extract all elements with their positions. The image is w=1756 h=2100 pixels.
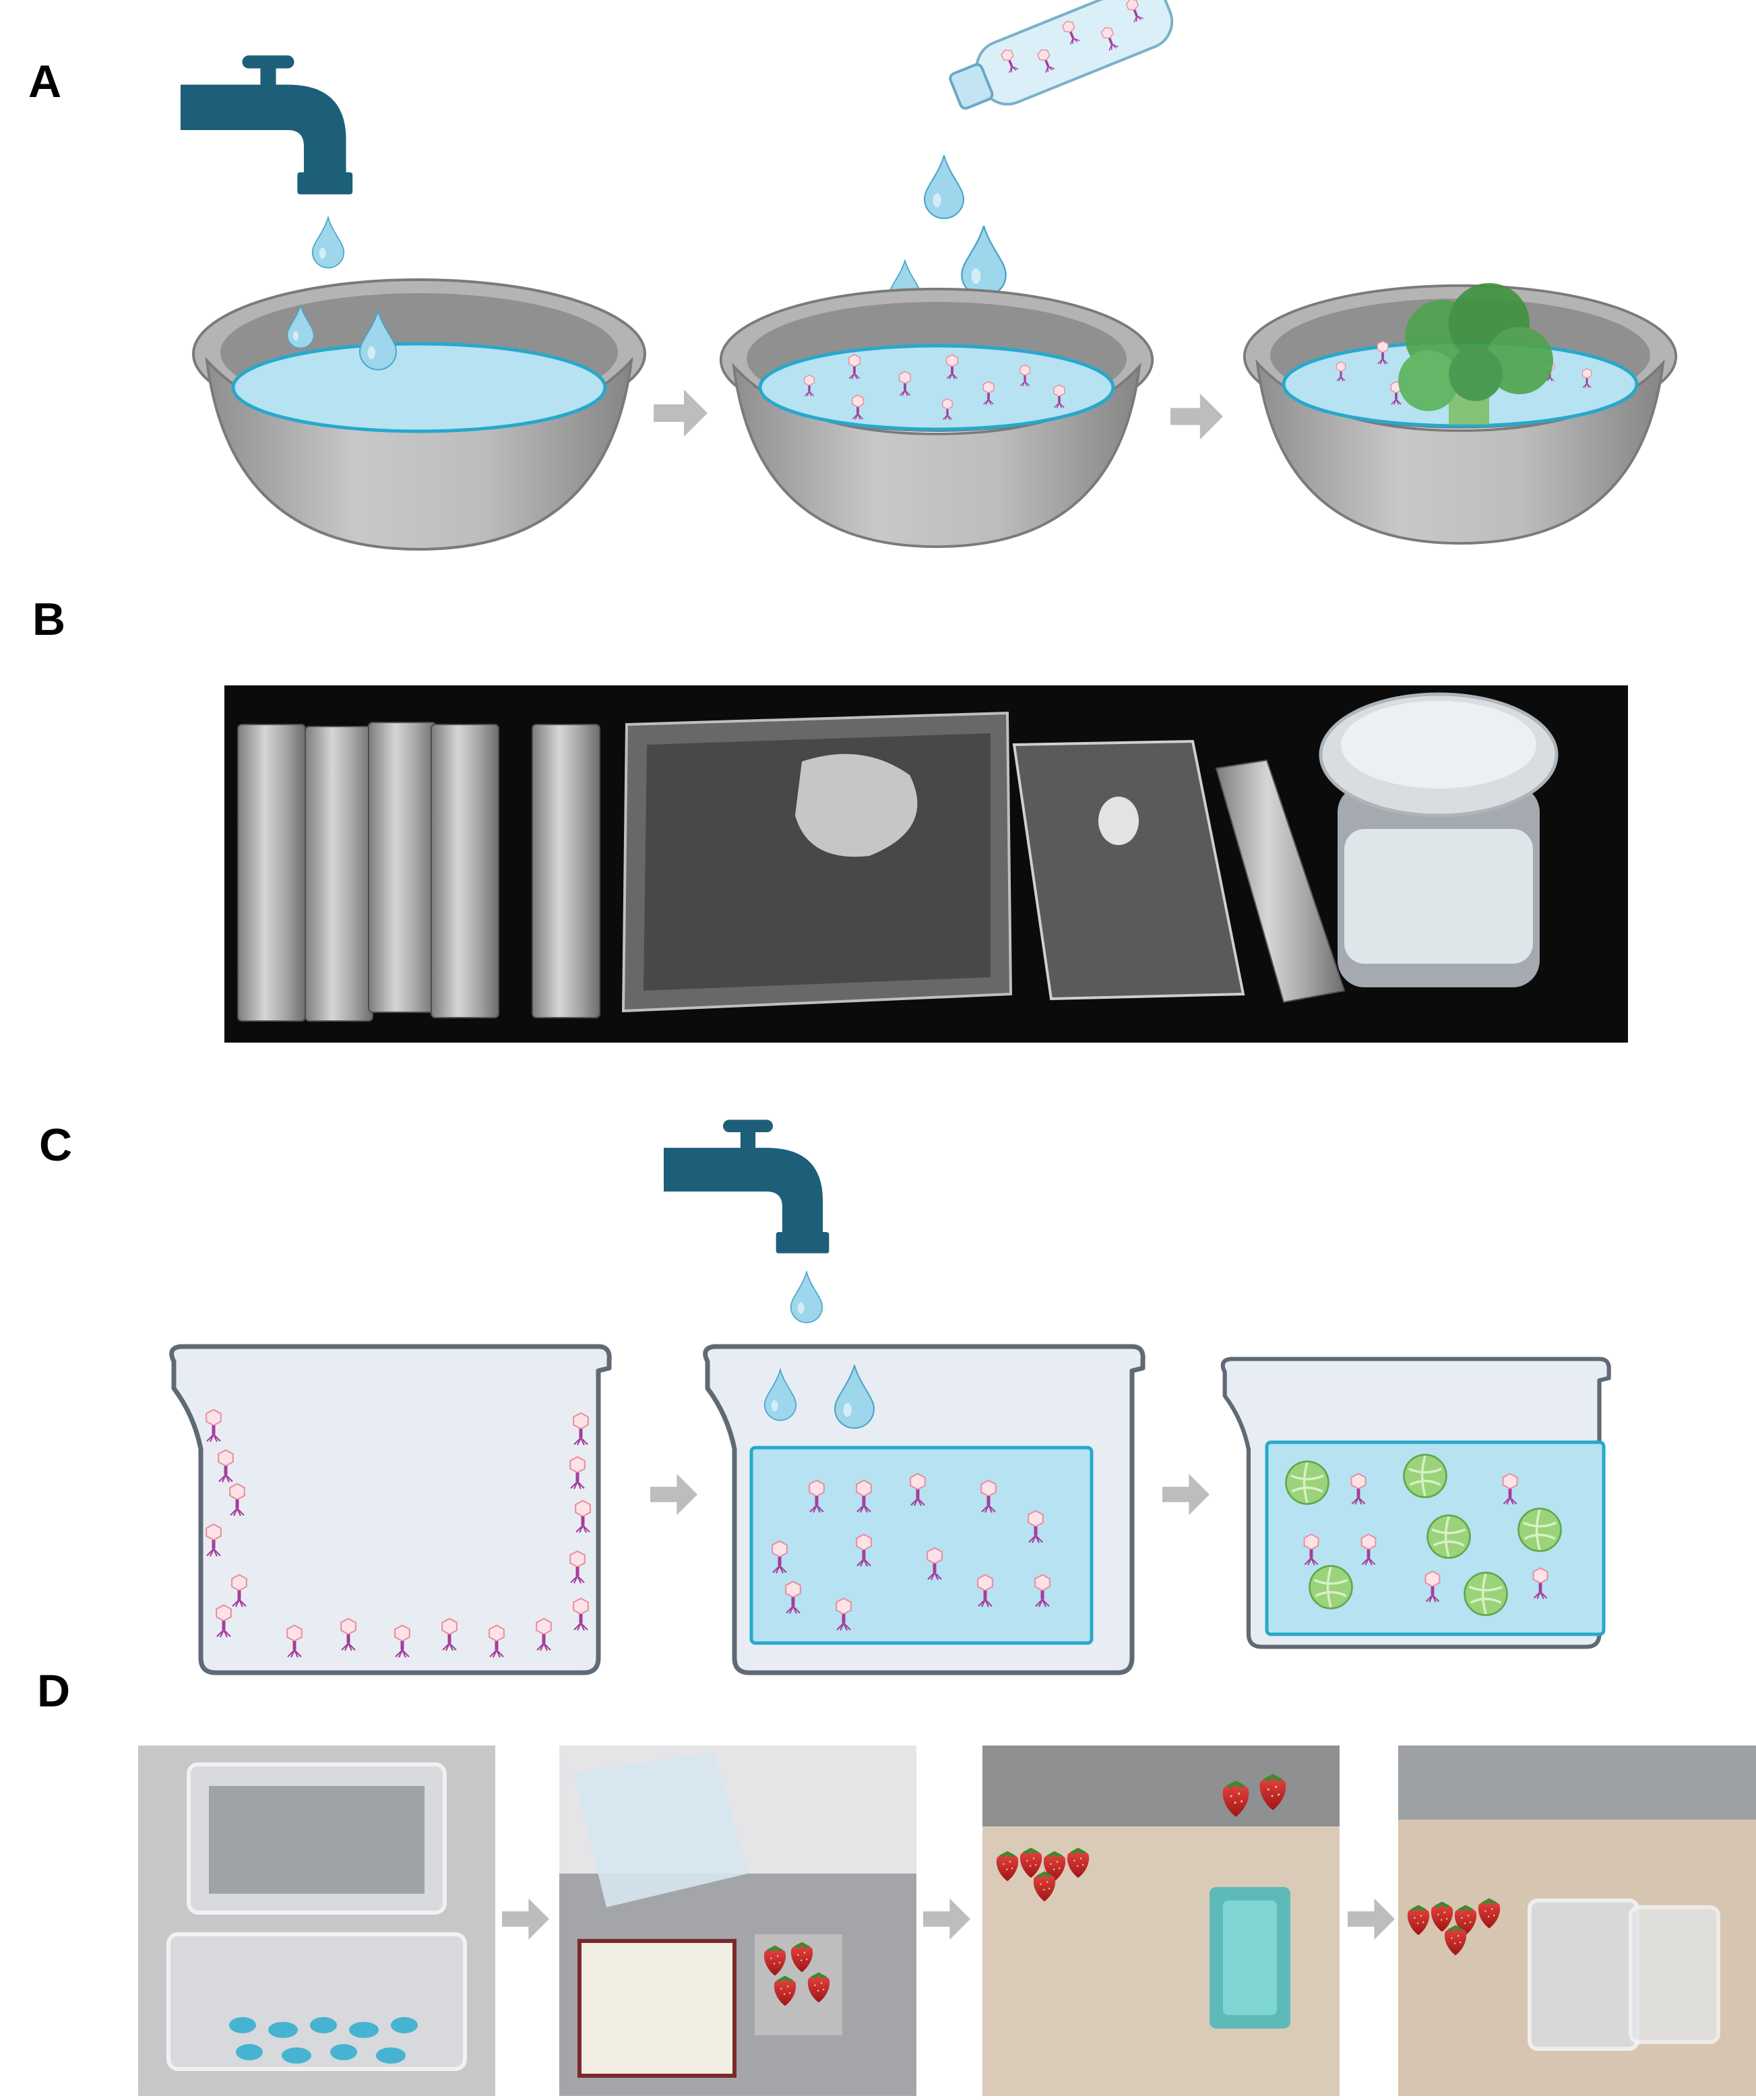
panel-c-illustration	[172, 1119, 1609, 1673]
water-drop-icon	[790, 1271, 823, 1324]
gel-dots	[229, 2017, 418, 2064]
photo-closing-clamshell	[1398, 1746, 1756, 2096]
faucet-icon	[664, 1119, 829, 1254]
panel-label-b: B	[32, 594, 66, 645]
arrow-right-icon	[502, 1898, 549, 1940]
arrow-right-icon	[1162, 1473, 1210, 1516]
large-gel-bag	[621, 711, 1013, 1013]
lettuce-icon	[1402, 1453, 1448, 1499]
arrow-right-icon	[654, 390, 708, 437]
water-surface	[231, 342, 607, 433]
panel-label-a: A	[28, 56, 62, 107]
lettuce-icon	[1308, 1564, 1354, 1610]
lettuce-icon	[1517, 1507, 1563, 1553]
water-drop-icon	[924, 155, 964, 219]
arrow-right-icon	[1170, 393, 1223, 440]
arrow-right-icon	[650, 1473, 697, 1516]
lettuce-icon	[1463, 1571, 1509, 1617]
photo-adding-strawberries	[982, 1746, 1340, 2096]
water-drop-icon	[961, 226, 1007, 297]
arrow-right-icon	[1348, 1898, 1395, 1940]
panel-label-d: D	[37, 1665, 71, 1717]
single-foil-stick	[1215, 759, 1346, 1003]
phage-bottle-icon	[949, 0, 1174, 110]
gel-jar	[1319, 692, 1559, 987]
water-fill	[749, 1446, 1094, 1645]
foil-stick-packs	[237, 722, 600, 1022]
arrow-right-icon	[923, 1898, 970, 1940]
photo-clamshell-with-gel	[138, 1746, 495, 2096]
lettuce-icon	[1426, 1514, 1472, 1559]
photo-pouring-water	[559, 1746, 916, 2096]
panel-label-c: C	[39, 1119, 73, 1171]
panel-d-photos	[138, 1746, 1756, 2096]
lettuce-icon	[1284, 1460, 1330, 1506]
water-drop-icon	[311, 216, 345, 269]
faucet-icon	[181, 55, 353, 195]
panel-b-photo	[224, 685, 1628, 1043]
panel-a-illustration	[181, 0, 1678, 551]
broccoli-icon	[1398, 283, 1553, 425]
small-gel-bag	[1012, 739, 1245, 1001]
